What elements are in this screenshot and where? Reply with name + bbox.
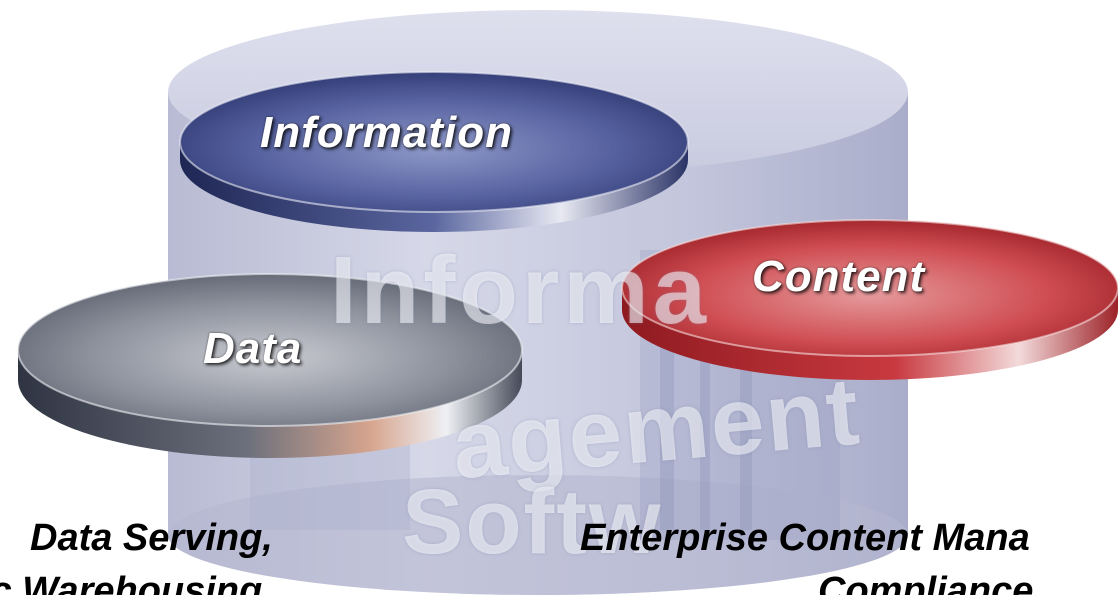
information-disk	[179, 71, 689, 232]
right-caption-line-2: Compliance	[818, 570, 1034, 595]
right-caption-line-1: Enterprise Content Mana	[580, 517, 1030, 559]
content-label: Content	[752, 252, 926, 301]
watermark-line-1: Informa	[330, 237, 711, 344]
left-caption-line-1: Data Serving,	[30, 517, 273, 559]
content-disk	[621, 219, 1118, 380]
data-disk	[17, 273, 523, 458]
watermark-line-3: Softw	[402, 471, 663, 573]
data-label: Data	[203, 324, 303, 373]
left-caption-line-2: ic Warehousing	[0, 570, 263, 595]
information-label: Information	[260, 108, 513, 157]
